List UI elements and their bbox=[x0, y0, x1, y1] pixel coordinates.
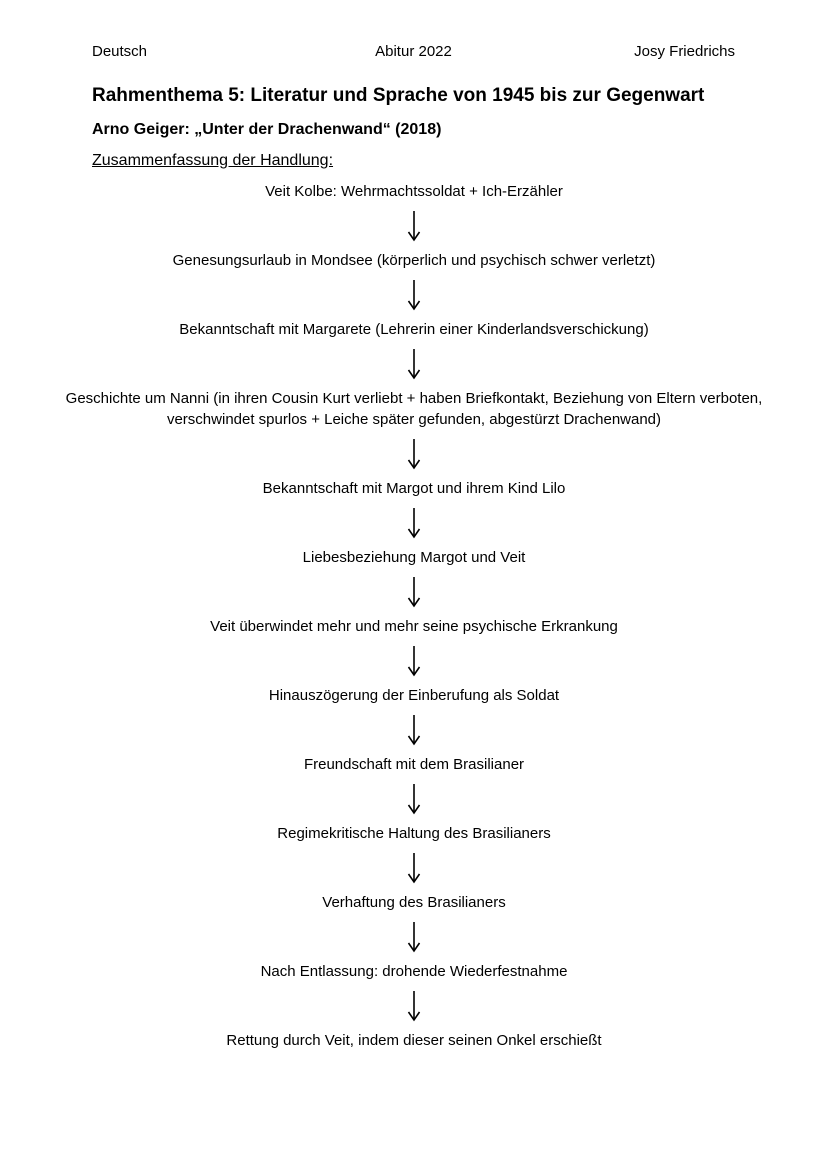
flow-step: Regimekritische Haltung des Brasilianers bbox=[277, 825, 551, 842]
page-subtitle: Arno Geiger: „Unter der Drachenwand“ (20… bbox=[92, 121, 442, 138]
flow-step: Liebesbeziehung Margot und Veit bbox=[302, 549, 526, 566]
down-arrow-icon bbox=[60, 775, 768, 823]
section-label: Zusammenfassung der Handlung: bbox=[92, 152, 334, 169]
flow-step: Verhaftung des Brasilianers bbox=[322, 894, 506, 911]
down-arrow-icon bbox=[60, 637, 768, 685]
down-arrow-icon bbox=[60, 844, 768, 892]
page-header: Deutsch Abitur 2022 Josy Friedrichs bbox=[92, 43, 735, 63]
flow-step: Geschichte um Nanni (in ihren Cousin Kur… bbox=[65, 390, 763, 428]
flow-step: Nach Entlassung: drohende Wiederfestnahm… bbox=[260, 963, 568, 980]
flow-step: Bekanntschaft mit Margarete (Lehrerin ei… bbox=[179, 321, 649, 338]
flow-step: Hinauszögerung der Einberufung als Solda… bbox=[268, 687, 560, 704]
header-author: Josy Friedrichs bbox=[634, 43, 735, 60]
flow-step: Freundschaft mit dem Brasilianer bbox=[303, 756, 525, 773]
down-arrow-icon bbox=[60, 202, 768, 250]
flow-step: Veit Kolbe: Wehrmachtssoldat + Ich-Erzäh… bbox=[265, 183, 563, 200]
flow-step: Veit überwindet mehr und mehr seine psyc… bbox=[210, 618, 618, 635]
header-subject: Deutsch bbox=[92, 43, 148, 60]
page-title: Rahmenthema 5: Literatur und Sprache von… bbox=[92, 85, 705, 106]
down-arrow-icon bbox=[60, 499, 768, 547]
flow-step: Bekanntschaft mit Margot und ihrem Kind … bbox=[262, 480, 566, 497]
flow-step: Rettung durch Veit, indem dieser seinen … bbox=[226, 1032, 602, 1049]
down-arrow-icon bbox=[60, 982, 768, 1030]
flow-step: Genesungsurlaub in Mondsee (körperlich u… bbox=[172, 252, 656, 269]
plot-flowchart: Veit Kolbe: Wehrmachtssoldat + Ich-Erzäh… bbox=[60, 181, 768, 1051]
down-arrow-icon bbox=[60, 706, 768, 754]
down-arrow-icon bbox=[60, 913, 768, 961]
header-exam: Abitur 2022 bbox=[375, 43, 452, 60]
down-arrow-icon bbox=[60, 340, 768, 388]
down-arrow-icon bbox=[60, 430, 768, 478]
down-arrow-icon bbox=[60, 568, 768, 616]
down-arrow-icon bbox=[60, 271, 768, 319]
